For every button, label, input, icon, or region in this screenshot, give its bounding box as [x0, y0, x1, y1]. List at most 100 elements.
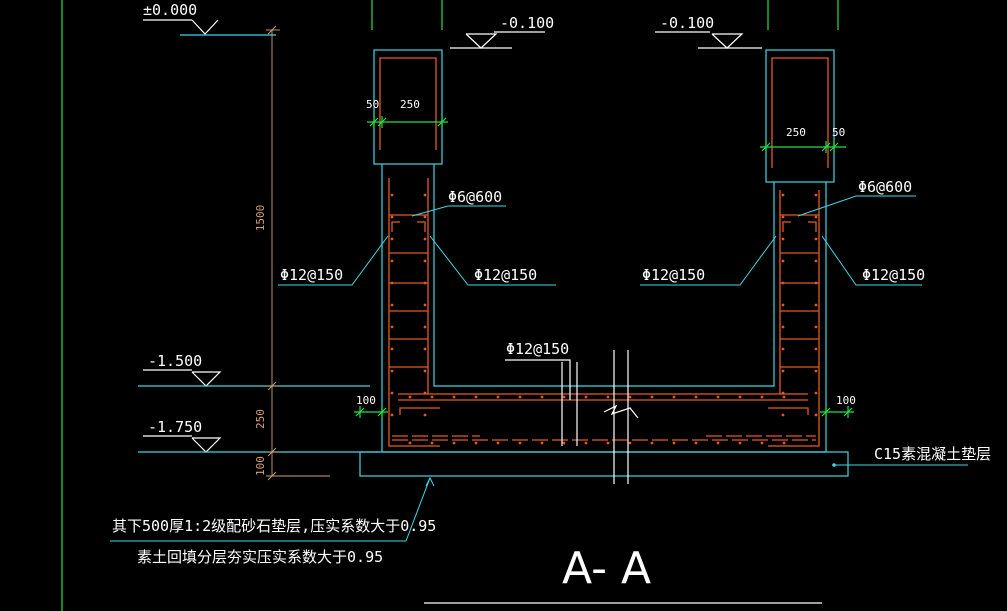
- label-right-outer: Φ12@150: [862, 266, 925, 284]
- rebar-dot: [672, 441, 676, 445]
- rebar-dot: [423, 303, 427, 307]
- rebar-dot: [814, 391, 818, 395]
- rebar-dot: [390, 303, 394, 307]
- section-title: A- A: [562, 543, 651, 594]
- rebar-dot: [452, 441, 456, 445]
- rebar-dot: [814, 281, 818, 285]
- rebar-dot: [430, 395, 434, 399]
- rebar-dot: [760, 395, 764, 399]
- rebar-dot: [390, 237, 394, 241]
- label-right-inner: Φ12@150: [642, 266, 705, 284]
- top-block-rebar: [379, 57, 829, 168]
- rebar-dots: [390, 193, 818, 445]
- level-label-top-left: ±0.000: [143, 1, 197, 19]
- rebar-dot: [496, 441, 500, 445]
- rebar-dot: [562, 441, 566, 445]
- dim-wall-height: 1500: [254, 205, 267, 232]
- rebar-dot: [423, 369, 427, 373]
- rebar-dot: [540, 441, 544, 445]
- rebar-dot: [423, 215, 427, 219]
- note-foundation: 其下500厚1:2级配砂石垫层,压实系数大于0.95 素土回填分层夯实压实系数大…: [110, 476, 436, 566]
- rebar-dot: [423, 347, 427, 351]
- level-label-bottom: -1.750: [148, 418, 202, 436]
- rebar-dot: [814, 215, 818, 219]
- rebar-dot: [650, 441, 654, 445]
- rebar-dot: [781, 193, 785, 197]
- dim-left-foot: 100: [356, 394, 376, 407]
- rebar-dot: [781, 413, 785, 417]
- rebar-dot: [814, 325, 818, 329]
- rebar-dot: [628, 395, 632, 399]
- rebar-dot: [423, 259, 427, 263]
- callout-right-tie: Φ6@600: [797, 178, 916, 217]
- rebar-dot: [650, 395, 654, 399]
- dim-foot-right: 100: [820, 394, 856, 418]
- rebar-dot: [781, 347, 785, 351]
- rebar-dot: [781, 237, 785, 241]
- rebar-dot: [738, 441, 742, 445]
- rebar-dot: [606, 441, 610, 445]
- label-bottom-rebar: Φ12@150: [506, 340, 569, 358]
- rebar-dot: [814, 369, 818, 373]
- rebar-dot: [452, 395, 456, 399]
- rebar-dot: [814, 237, 818, 241]
- rebar-dot: [390, 193, 394, 197]
- rebar-dot: [814, 303, 818, 307]
- rebar-dot: [423, 281, 427, 285]
- rebar-dot: [781, 325, 785, 329]
- rebar-dot: [781, 303, 785, 307]
- rebar-dot: [760, 441, 764, 445]
- dim-cushion-thickness: 100: [254, 456, 267, 476]
- level-label-top-right: -0.100: [660, 14, 714, 32]
- frame-lines: [61, 0, 839, 611]
- rebar-dot: [814, 347, 818, 351]
- callout-left-tie: Φ6@600: [411, 188, 506, 217]
- rebar-dot: [390, 369, 394, 373]
- rebar-dot: [672, 395, 676, 399]
- level-label-mid: -1.500: [148, 352, 202, 370]
- dim-left-width: 250: [400, 98, 420, 111]
- rebar-dot: [606, 395, 610, 399]
- rebar-dot: [584, 441, 588, 445]
- rebar-dot: [423, 193, 427, 197]
- rebar-dot: [390, 215, 394, 219]
- rebar-dot: [716, 441, 720, 445]
- dim-top-left: 50 250: [366, 98, 448, 128]
- callout-right-inner: Φ12@150: [640, 235, 777, 286]
- rebar-dot: [738, 395, 742, 399]
- rebar-dot: [814, 259, 818, 263]
- label-foundation-line1: 其下500厚1:2级配砂石垫层,压实系数大于0.95: [112, 517, 436, 535]
- rebar-dot: [781, 281, 785, 285]
- level-marker-top-left: ±0.000: [143, 1, 276, 36]
- rebar-dot: [518, 441, 522, 445]
- dim-foot-left: 100: [354, 394, 388, 418]
- label-right-tie: Φ6@600: [858, 178, 912, 196]
- rebar-dot: [584, 395, 588, 399]
- level-label-top-mid: -0.100: [500, 14, 554, 32]
- rebar-dot: [423, 325, 427, 329]
- level-marker-top-mid: -0.100: [450, 14, 554, 49]
- callout-bottom: Φ12@150: [505, 340, 571, 400]
- rebar-dot: [781, 369, 785, 373]
- rebar-dot: [474, 441, 478, 445]
- break-line: [561, 350, 639, 484]
- rebar-dot: [496, 395, 500, 399]
- concrete-section-outline: [359, 49, 849, 477]
- rebar-dot: [430, 441, 434, 445]
- level-marker-mid: -1.500: [138, 352, 370, 387]
- dim-top-right: 250 50: [760, 126, 846, 153]
- label-left-inner: Φ12@150: [474, 266, 537, 284]
- rebar-dot: [814, 193, 818, 197]
- dim-right-offset: 50: [832, 126, 845, 139]
- label-left-tie: Φ6@600: [448, 188, 502, 206]
- dim-right-width: 250: [786, 126, 806, 139]
- rebar-dot: [781, 391, 785, 395]
- label-left-outer: Φ12@150: [280, 266, 343, 284]
- rebar-dot: [408, 441, 412, 445]
- rebar-dot: [423, 413, 427, 417]
- rebar-dot: [518, 395, 522, 399]
- rebar-dot: [694, 441, 698, 445]
- rebar-dot: [782, 441, 786, 445]
- label-cushion: C15素混凝土垫层: [874, 445, 991, 463]
